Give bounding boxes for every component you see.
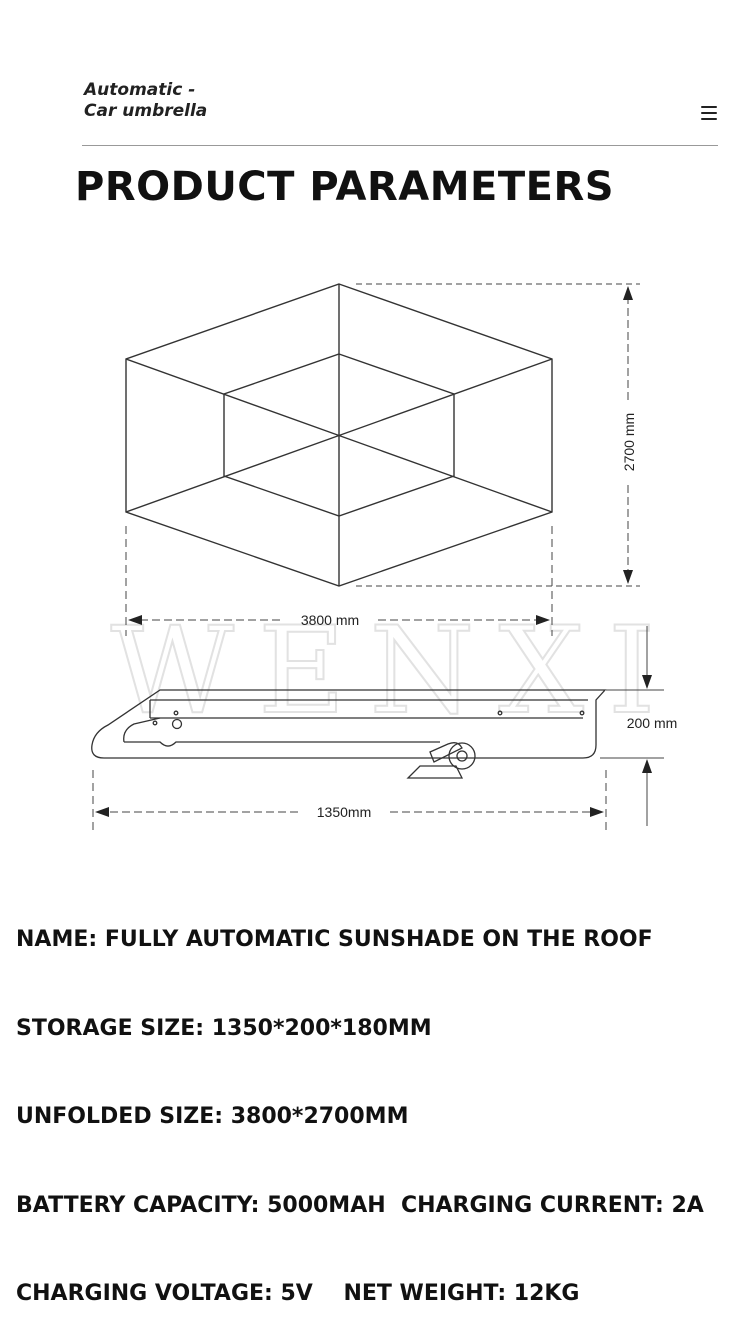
spec-storage-size: STORAGE SIZE: 1350*200*180MM <box>16 1015 432 1041</box>
product-specs: NAME: FULLY AUTOMATIC SUNSHADE ON THE RO… <box>16 866 746 1338</box>
product-dimension-diagram: WENXI 2700 mm 3800 mm <box>91 283 680 830</box>
brand-title: Automatic - Car umbrella <box>84 80 207 122</box>
spec-unfolded-size: UNFOLDED SIZE: 3800*2700MM <box>16 1104 409 1129</box>
height-dimension <box>356 283 640 587</box>
brand-line-1: Automatic - <box>84 80 196 100</box>
spec-battery: BATTERY CAPACITY: 5000MAH CHARGING CURRE… <box>16 1192 704 1218</box>
folded-device-side-view <box>91 689 607 779</box>
page-title: PRODUCT PARAMETERS <box>75 164 615 210</box>
brand-line-2: Car umbrella <box>84 101 208 121</box>
watermark: WENXI <box>111 602 680 741</box>
height-dimension-label: 2700 mm <box>621 413 637 471</box>
thickness-dimension <box>600 626 664 826</box>
canopy-outline <box>125 283 553 587</box>
thickness-dimension-label: 200 mm <box>627 715 678 731</box>
width-dimension <box>125 526 553 636</box>
length-dimension-label: 1350mm <box>317 804 371 820</box>
spec-name: NAME: FULLY AUTOMATIC SUNSHADE ON THE RO… <box>16 927 653 952</box>
header-divider <box>82 145 718 146</box>
spec-voltage-weight: CHARGING VOLTAGE: 5V NET WEIGHT: 12KG <box>16 1281 580 1306</box>
hamburger-menu-icon[interactable] <box>701 106 717 120</box>
length-dimension <box>92 770 607 830</box>
width-dimension-label: 3800 mm <box>301 612 359 628</box>
